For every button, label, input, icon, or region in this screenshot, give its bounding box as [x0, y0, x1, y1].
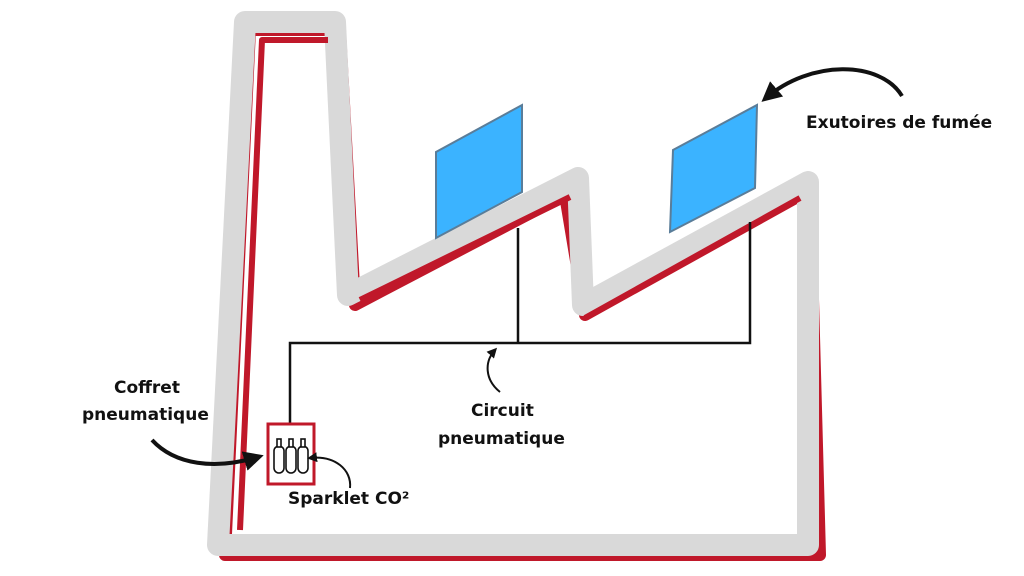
arrow-pneumatic-circuit [486, 347, 501, 393]
label-pneumatic-circuit-line1: Circuit [471, 401, 534, 421]
co2-cartridges-icon [273, 438, 309, 474]
arrow-pneumatic-box [150, 438, 264, 471]
building-inner-red-roof [358, 194, 802, 321]
label-smoke-vents: Exutoires de fumée [806, 113, 992, 133]
smoke-vent-left [435, 103, 523, 240]
arrow-co2-sparklet [307, 452, 352, 489]
label-pneumatic-box-line1: Coffret [114, 378, 180, 398]
label-pneumatic-circuit-line2: pneumatique [438, 429, 565, 449]
pneumatic-circuit [288, 222, 752, 423]
building-inner-red [237, 37, 328, 531]
building-outline [207, 11, 819, 556]
label-pneumatic-box-line2: pneumatique [82, 405, 209, 425]
label-co2-sparklet: Sparklet CO² [288, 489, 409, 509]
smoke-vent-right [668, 103, 759, 234]
arrow-smoke-vents [761, 67, 904, 102]
